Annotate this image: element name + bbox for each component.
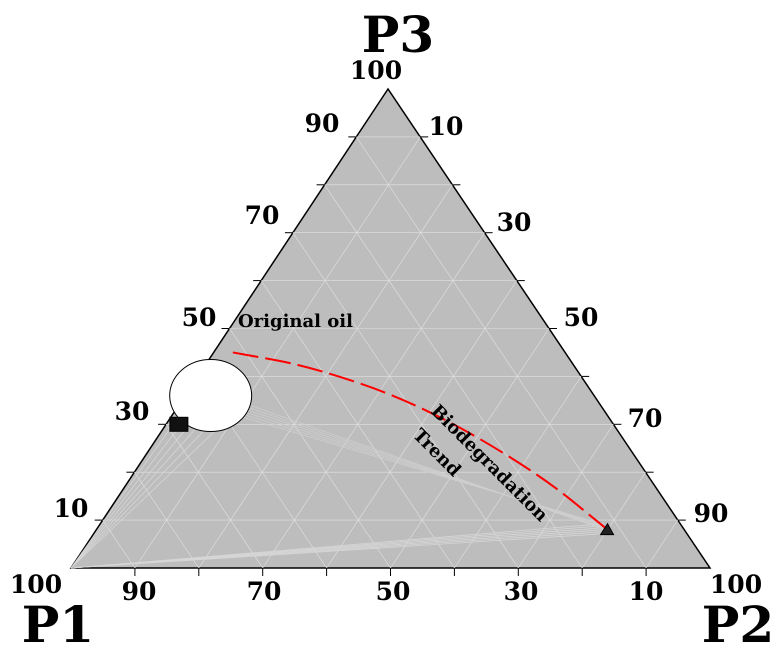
- grid-line-p2: [134, 136, 421, 569]
- connector-line: [70, 425, 221, 569]
- right-tick-label-30: 30: [497, 208, 532, 237]
- connector-lines: [70, 385, 604, 569]
- left-tick-label-30: 30: [115, 397, 150, 426]
- connector-line: [70, 417, 217, 569]
- grid-line-p2: [581, 472, 646, 569]
- bottom-tick-label-30: 30: [504, 577, 539, 606]
- data-markers: [169, 359, 615, 536]
- left-tick-label-50: 50: [182, 303, 217, 332]
- grid-line-p1: [229, 328, 391, 569]
- corner-value-p1: 100: [10, 570, 62, 599]
- corner-value-p3: 100: [350, 56, 402, 85]
- data-point-triangle: [599, 522, 615, 536]
- grid-line-p2: [645, 519, 679, 569]
- grid-line-p1: [134, 472, 200, 569]
- bottom-tick-label-70: 70: [247, 577, 282, 606]
- bottom-tick-label-50: 50: [376, 577, 411, 606]
- data-point-original-oil: [169, 359, 253, 433]
- left-tick-label-90: 90: [305, 109, 340, 138]
- connector-line: [70, 523, 604, 569]
- vertex-label-p1: P1: [22, 595, 94, 646]
- bottom-tick-label-90: 90: [122, 577, 157, 606]
- biodegradation-trend-curve: [232, 351, 609, 531]
- grid-line-p1: [165, 424, 263, 569]
- annotation-original-oil: Original oil: [238, 311, 353, 332]
- connector-line: [70, 409, 213, 569]
- corner-value-p2: 100: [710, 570, 762, 599]
- vertex-label-p2: P2: [702, 595, 772, 646]
- grid-line-p2: [262, 232, 485, 569]
- grid-line-p1: [102, 519, 136, 569]
- vertex-label-p3: P3: [362, 5, 434, 64]
- right-tick-label-70: 70: [628, 404, 663, 433]
- data-point-square: [169, 416, 189, 432]
- left-tick-label-10: 10: [54, 494, 89, 523]
- right-tick-label-90: 90: [694, 499, 729, 528]
- right-tick-label-10: 10: [429, 112, 464, 141]
- right-tick-label-50: 50: [564, 303, 599, 332]
- bottom-tick-label-10: 10: [629, 577, 664, 606]
- left-tick-label-70: 70: [245, 201, 280, 230]
- grid-line-p1: [356, 136, 647, 569]
- grid-line-p2: [390, 328, 550, 569]
- grid-lines: [102, 136, 679, 569]
- connector-line: [230, 398, 602, 530]
